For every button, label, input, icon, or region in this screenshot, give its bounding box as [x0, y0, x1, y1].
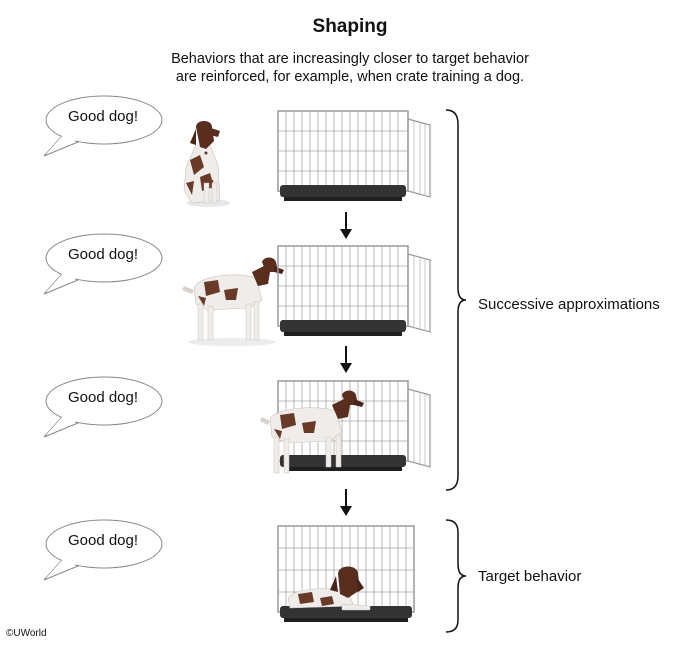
stage-1-illustration: [183, 110, 431, 207]
speech-bubble-icon: [43, 233, 163, 295]
subtitle-line-2: are reinforced, for example, when crate …: [175, 69, 525, 85]
bubble-text-2: Good dog!: [67, 246, 139, 263]
arrow-down-icon-3: [340, 489, 352, 516]
arrow-down-icon-2: [340, 346, 352, 373]
brace-successive-approximations: [445, 109, 467, 491]
copyright-notice: ©UWorld: [6, 628, 47, 639]
crate-icon: [277, 380, 431, 471]
bubble-text-4: Good dog!: [67, 532, 139, 549]
speech-bubble-4: Good dog!: [40, 518, 170, 588]
speech-bubble-1: Good dog!: [40, 94, 170, 164]
stage-2-illustration: [182, 245, 431, 346]
speech-bubble-3: Good dog!: [40, 375, 170, 445]
speech-bubble-2: Good dog!: [40, 232, 170, 302]
arrow-down-icon-1: [340, 212, 352, 239]
stage-3-illustration: [260, 380, 431, 474]
dog-lying-icon: [287, 566, 371, 611]
dog-stepping-icon: [260, 390, 364, 474]
diagram-title: Shaping: [312, 16, 388, 37]
diagram-subtitle: Behaviors that are increasingly closer t…: [150, 50, 550, 86]
speech-bubble-icon: [43, 519, 163, 581]
dog-sitting-icon: [183, 121, 230, 207]
bubble-text-3: Good dog!: [67, 389, 139, 406]
bubble-text-1: Good dog!: [67, 108, 139, 125]
subtitle-line-1: Behaviors that are increasingly closer t…: [171, 51, 529, 67]
speech-bubble-icon: [43, 376, 163, 438]
crate-icon: [277, 245, 431, 336]
crate-icon: [277, 110, 431, 201]
stage-4-illustration: [277, 525, 415, 622]
speech-bubble-icon: [43, 95, 163, 157]
brace-target-behavior: [445, 519, 467, 633]
label-successive-approximations: Successive approximations: [478, 296, 660, 313]
dog-standing-icon: [182, 257, 284, 346]
label-target-behavior: Target behavior: [478, 568, 582, 585]
